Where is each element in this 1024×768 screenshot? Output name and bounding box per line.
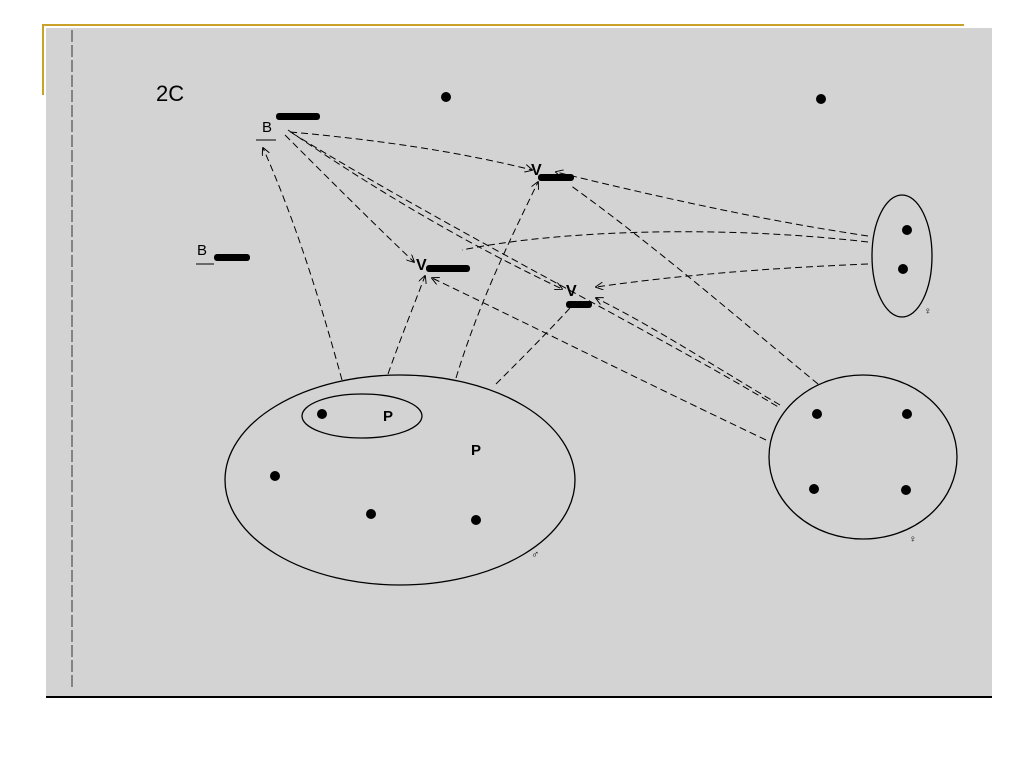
dot: [441, 92, 451, 102]
dot: [901, 485, 911, 495]
dot: [317, 409, 327, 419]
redaction-bar: [426, 265, 470, 272]
redaction-bar: [566, 301, 592, 308]
female-symbol: ♀: [909, 534, 917, 545]
dot: [812, 409, 822, 419]
v-label: V: [416, 257, 427, 274]
relation-p-to-b: [263, 148, 343, 381]
v-label: V: [566, 283, 577, 300]
node-b-left: B: [196, 242, 250, 265]
node-v-right: V: [566, 283, 592, 308]
p-subset-ellipse: [301, 393, 423, 439]
scan-panel: [46, 28, 992, 696]
dot: [898, 264, 908, 274]
dot: [809, 484, 819, 494]
relation-female-small-to-v-mid: [461, 231, 869, 251]
slide-title: 2C: [156, 81, 184, 106]
dot: [471, 515, 481, 525]
female-symbol: ♀: [924, 306, 932, 317]
relation-male-to-v-right: [495, 307, 571, 385]
b-label: B: [262, 119, 272, 136]
relation-female-small-to-v-top: [556, 172, 869, 237]
dot: [270, 471, 280, 481]
dot: [902, 225, 912, 235]
relation-b-to-v-top: [289, 131, 532, 170]
relation-female-small-to-v-right: [596, 263, 869, 287]
female-small-ellipse: [871, 194, 933, 318]
relation-b-to-v-mid: [284, 134, 414, 262]
relation-female-large-to-v-mid: [432, 278, 767, 441]
node-b-top: B: [256, 113, 320, 141]
female-large-group: ♀: [768, 374, 958, 545]
dot: [366, 509, 376, 519]
redaction-bar: [276, 113, 320, 120]
redaction-bar: [538, 174, 574, 181]
male-symbol: ♂: [531, 549, 539, 561]
relation-b-to-v-right: [287, 129, 562, 289]
relation-male-to-v-mid: [387, 276, 425, 375]
dot: [902, 409, 912, 419]
relation-female-large-to-v-right: [596, 298, 781, 406]
male-set-ellipse: [224, 374, 576, 586]
dot: [816, 94, 826, 104]
relation-female-large-to-v-top: [569, 184, 819, 385]
node-v-top: V: [531, 162, 574, 181]
p-inner-label: P: [383, 408, 393, 425]
relation-male-to-v-top: [455, 182, 538, 379]
node-v-mid: V: [416, 257, 470, 274]
male-group: P P ♂: [224, 374, 576, 586]
female-large-ellipse: [768, 374, 958, 540]
redaction-bar: [214, 254, 250, 261]
b-label: B: [197, 242, 207, 259]
female-small-group: ♀: [871, 194, 933, 318]
v-label: V: [531, 162, 542, 179]
p-outer-label: P: [471, 442, 481, 459]
relation-b-to-female-large: [291, 132, 781, 409]
relations: [263, 129, 869, 441]
